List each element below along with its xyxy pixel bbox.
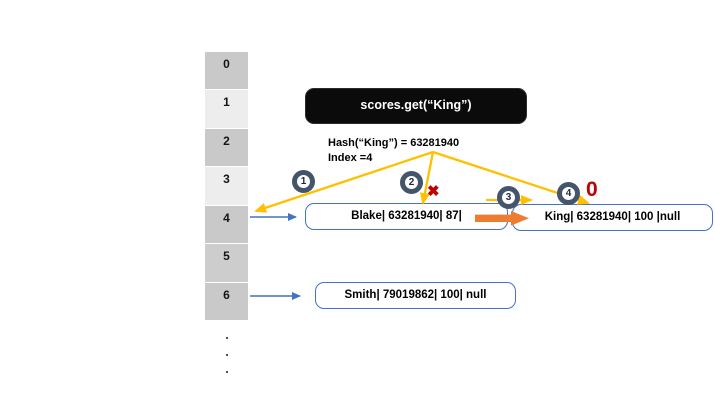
ellipsis-dot: . (225, 344, 229, 359)
node-king: King| 63281940| 100 |null (512, 204, 713, 231)
step-badge-2: 2 (400, 171, 423, 194)
found-zero-mark: 0 (586, 178, 598, 201)
bucket-cell-2: 2 (205, 128, 248, 168)
bucket-cell-6: 6 (205, 282, 248, 320)
hash-value-text: Hash(“King”) = 63281940 (328, 137, 460, 149)
step-badge-1: 1 (292, 170, 315, 193)
step-badge-3: 3 (497, 186, 520, 209)
node-smith: Smith| 79019862| 100| null (315, 282, 516, 309)
index-text: Index =4 (328, 152, 373, 164)
ellipsis-dot: . (225, 361, 229, 376)
bucket-cell-1: 1 (205, 90, 248, 129)
bucket-cell-0: 0 (205, 52, 248, 91)
bucket-cell-3: 3 (205, 167, 248, 206)
mismatch-x-icon: ✖ (427, 183, 440, 200)
bucket-cell-4: 4 (205, 205, 248, 245)
bucket-cell-5: 5 (205, 244, 248, 283)
step-badge-4: 4 (557, 182, 580, 205)
node-blake: Blake| 63281940| 87| (305, 203, 508, 230)
ellipsis-dot: . (225, 327, 229, 342)
command-box: scores.get(“King”) (305, 88, 527, 124)
bucket-array: 0 1 2 3 4 5 6 (205, 52, 248, 320)
hash-annotation: Hash(“King”) = 63281940 Index =4 (328, 136, 459, 166)
